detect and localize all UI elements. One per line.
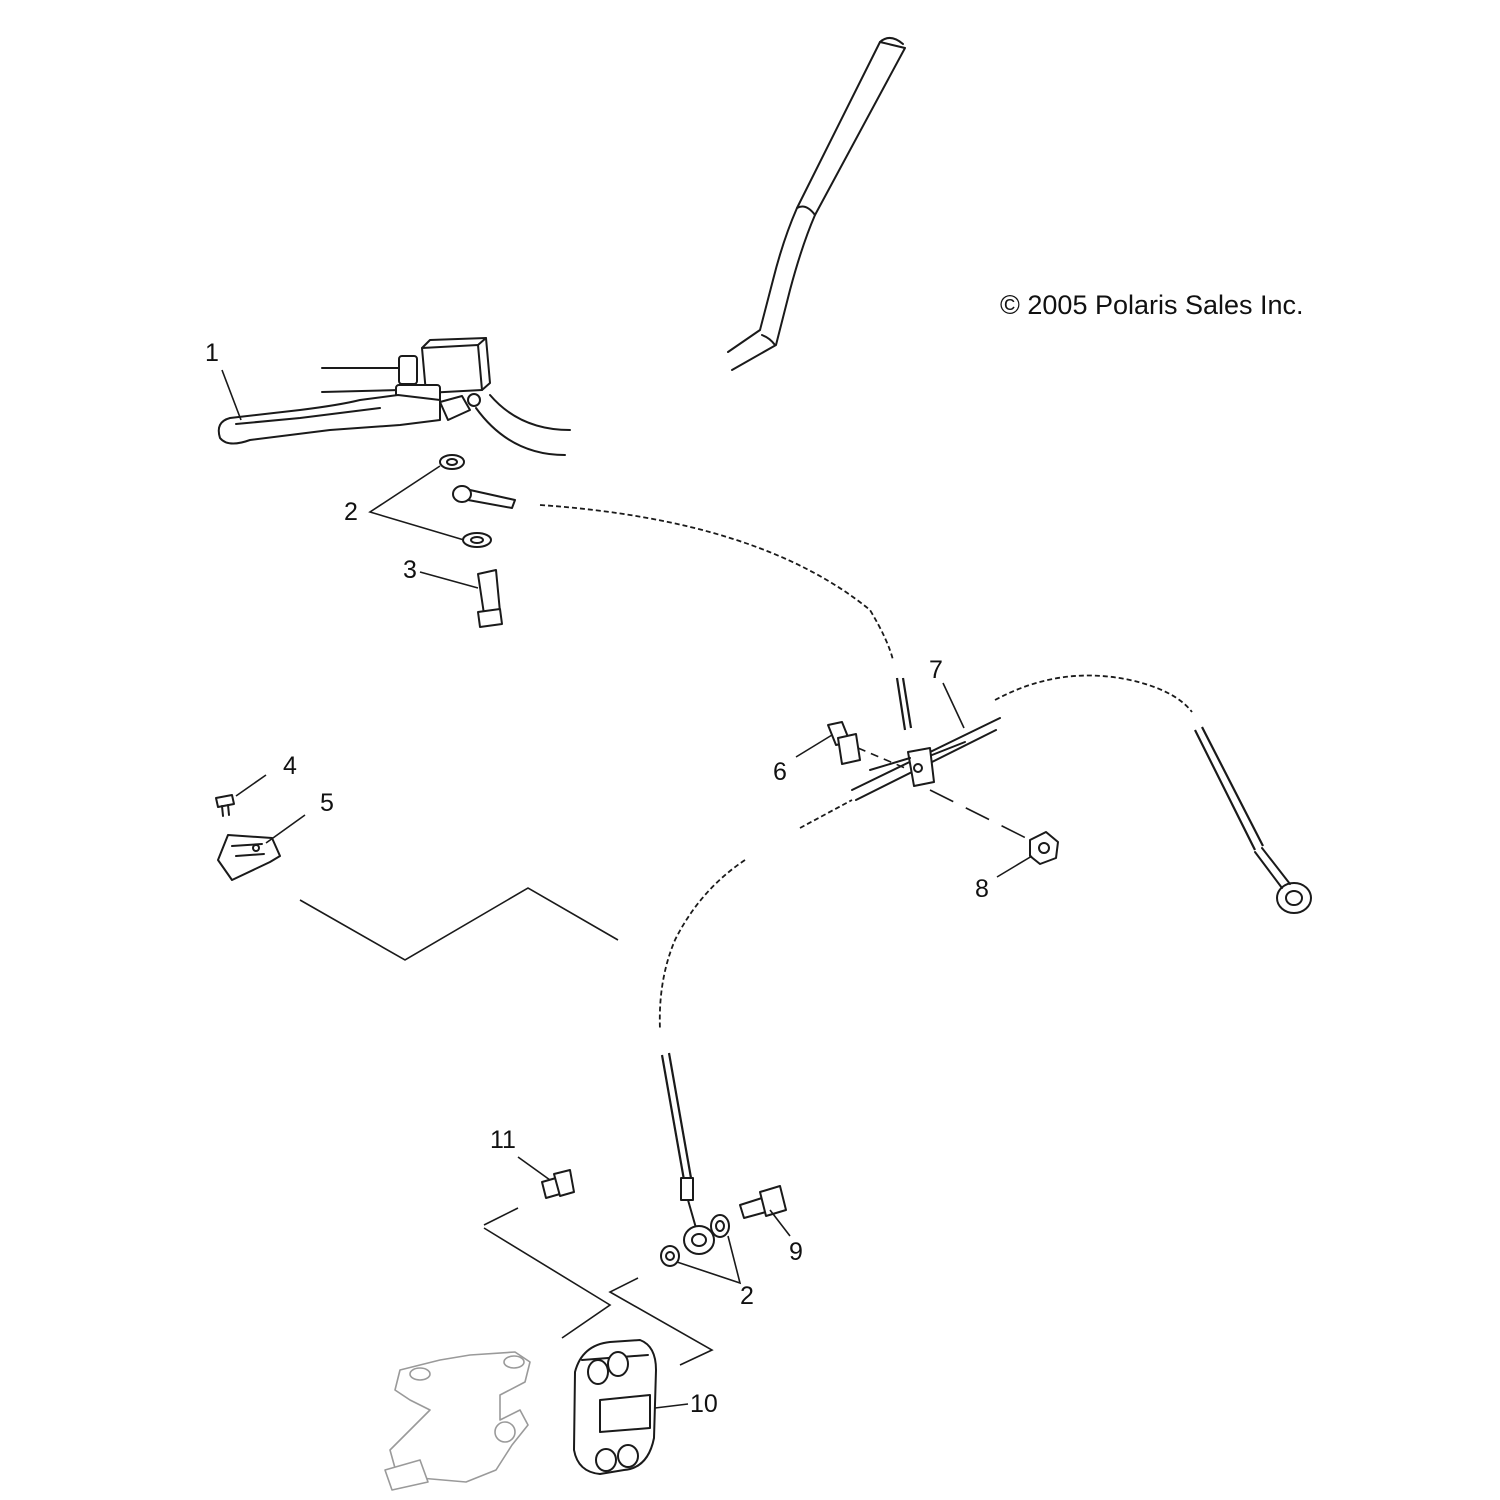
leader-4 [235, 774, 267, 797]
master-cylinder-lever [217, 337, 491, 445]
copyright-notice: © 2005 Polaris Sales Inc. [1000, 290, 1304, 320]
leader-10 [654, 1403, 689, 1409]
clamp-bolt [827, 721, 906, 769]
leader-3 [419, 571, 479, 589]
leader-5 [265, 814, 306, 844]
leader-9 [769, 1209, 791, 1237]
leader-6 [795, 734, 833, 758]
callout-4: 4 [283, 752, 297, 780]
banjo-bolt-upper [477, 569, 503, 628]
ref-line-b [483, 1227, 612, 1339]
callout-5: 5 [320, 789, 334, 817]
crush-washers-lower [660, 1214, 730, 1267]
crush-washers-upper [439, 454, 492, 548]
callout-2-lower: 2 [740, 1282, 754, 1310]
callout-8: 8 [975, 875, 989, 903]
ref-line-a [483, 1207, 519, 1226]
caliper-mount-bolt [541, 1169, 575, 1199]
callout-10: 10 [690, 1390, 718, 1418]
leader-8 [996, 855, 1033, 878]
leader-7 [942, 682, 965, 729]
leader-2-lower [676, 1235, 742, 1285]
leader-1 [221, 369, 242, 421]
callout-9: 9 [789, 1238, 803, 1266]
callout-11: 11 [490, 1126, 516, 1154]
callout-7: 7 [929, 656, 943, 684]
handlebar [475, 37, 906, 456]
leader-11 [517, 1156, 551, 1181]
clamp-nut [929, 789, 1059, 865]
brake-hose [539, 504, 1312, 1255]
brake-caliper [573, 1339, 657, 1475]
hose-clip [217, 834, 281, 881]
callout-3: 3 [403, 556, 417, 584]
ref-line-c [608, 1277, 714, 1366]
steering-knuckle [384, 1351, 531, 1491]
banjo-fitting-upper [452, 485, 516, 509]
clip-reference-line [299, 887, 619, 961]
callout-6: 6 [773, 758, 787, 786]
hose-clamp-junction [869, 741, 966, 787]
clip-screw [215, 794, 235, 817]
banjo-bolt-lower [739, 1185, 787, 1219]
leader-2-upper [368, 465, 465, 541]
callout-2-upper: 2 [344, 498, 358, 526]
callout-1: 1 [205, 339, 219, 367]
